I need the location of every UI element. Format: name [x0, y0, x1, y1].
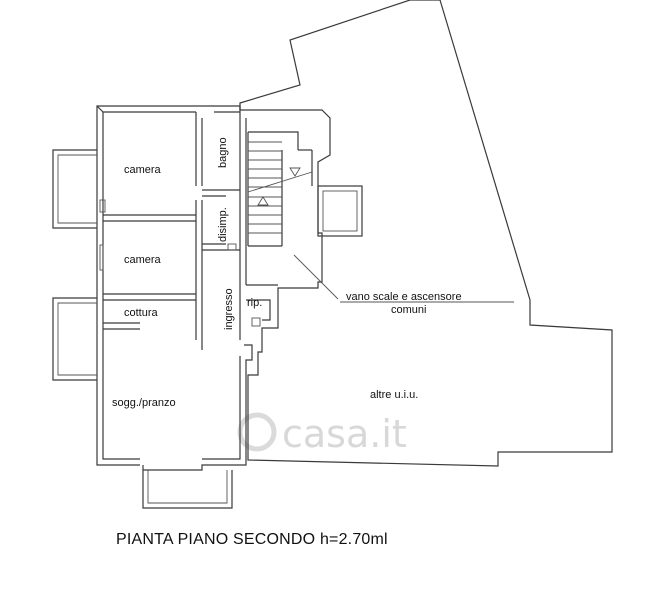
- room-label-ingresso: ingresso: [223, 288, 235, 330]
- room-label-cottura: cottura: [124, 307, 159, 319]
- room-label-bagno: bagno: [217, 137, 229, 168]
- stairwell-label-line1: vano scale e ascensore: [346, 291, 462, 303]
- stairwell-label-line2: comuni: [391, 304, 426, 316]
- apartment-walls: [96, 105, 278, 471]
- room-label-camera-1: camera: [124, 164, 162, 176]
- room-label-soggiorno: sogg./pranzo: [112, 397, 176, 409]
- room-label-camera-2: camera: [124, 254, 162, 266]
- watermark: casa.it: [237, 412, 407, 456]
- plan-title: PIANTA PIANO SECONDO h=2.70ml: [116, 531, 388, 548]
- other-units-outline: [239, 0, 613, 467]
- room-label-disimp: disimp.: [217, 207, 229, 242]
- room-label-other-units: altre u.i.u.: [370, 389, 418, 401]
- stairwell: [247, 131, 514, 303]
- watermark-text: casa.it: [282, 412, 407, 456]
- balconies: [52, 149, 363, 509]
- room-label-ripostiglio: rip.: [247, 297, 262, 309]
